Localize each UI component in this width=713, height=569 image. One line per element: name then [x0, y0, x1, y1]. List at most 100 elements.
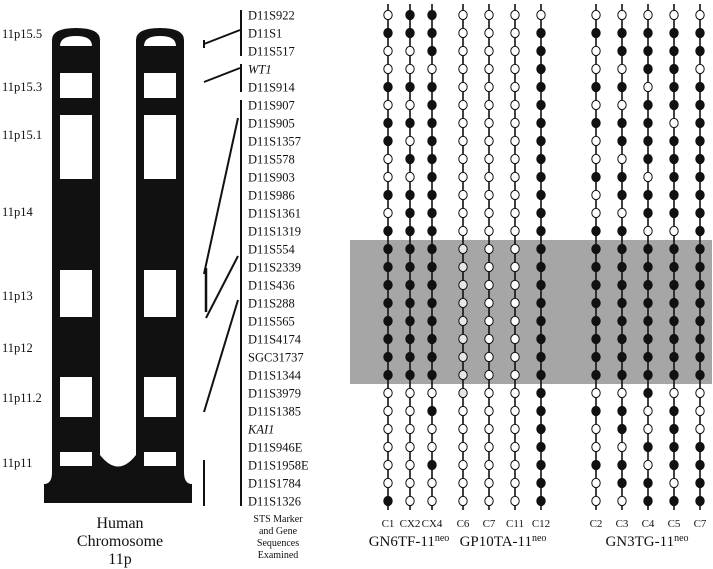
dot-d11s1357-cx2-2 [405, 135, 415, 147]
dot-d11s4174-c2-8 [591, 333, 601, 345]
dot-d11s288-c7-12 [695, 297, 705, 309]
dot-sgc31737-c12-7 [536, 351, 546, 363]
line-p11-2 [203, 299, 239, 413]
dot-d11s554-c4-10 [643, 243, 653, 255]
marker-label-kai1: KAI1 [247, 423, 274, 437]
dot-d11s1319-c6-4 [458, 225, 468, 237]
dot-d11s946e-c1-1 [383, 441, 393, 453]
dot-d11s907-c12-7 [536, 99, 546, 111]
dot-d11s565-c5-11 [669, 315, 679, 327]
dot-d11s914-c2-8 [591, 81, 601, 93]
dot-d11s578-cx4-3 [427, 153, 437, 165]
dot-d11s565-cx2-2 [405, 315, 415, 327]
dot-sgc31737-c1-1 [383, 351, 393, 363]
dot-d11s1361-c3-9 [617, 207, 627, 219]
dot-d11s4174-c12-7 [536, 333, 546, 345]
dot-d11s914-c7-5 [484, 81, 494, 93]
dot-d11s1319-c11-6 [510, 225, 520, 237]
dot-d11s565-c4-10 [643, 315, 653, 327]
marker-label-d11s288: D11S288 [248, 297, 295, 311]
marker-label-d11s554: D11S554 [248, 243, 296, 257]
dot-sgc31737-c2-8 [591, 351, 601, 363]
dot-d11s288-c1-1 [383, 297, 393, 309]
dot-d11s1-c1-1 [383, 27, 393, 39]
dot-d11s922-c11-6 [510, 9, 520, 21]
light-bands [60, 36, 176, 466]
dot-kai1-c4-10 [643, 423, 653, 435]
dot-d11s554-c2-8 [591, 243, 601, 255]
dot-d11s3979-cx4-3 [427, 387, 437, 399]
dot-d11s903-cx2-2 [405, 171, 415, 183]
dot-d11s914-cx4-3 [427, 81, 437, 93]
dot-wt1-c1-1 [383, 63, 393, 75]
dot-kai1-c3-9 [617, 423, 627, 435]
marker-caption-line-1: STS Marker [253, 514, 303, 525]
dot-sgc31737-c6-4 [458, 351, 468, 363]
dot-d11s907-c2-8 [591, 99, 601, 111]
dot-d11s1361-cx2-2 [405, 207, 415, 219]
marker-label-d11s946e: D11S946E [248, 441, 303, 455]
dot-d11s1784-c5-11 [669, 477, 679, 489]
dot-d11s907-c11-6 [510, 99, 520, 111]
dot-sgc31737-c4-10 [643, 351, 653, 363]
dot-d11s288-c5-11 [669, 297, 679, 309]
dot-d11s1-c2-8 [591, 27, 601, 39]
dot-d11s565-c6-4 [458, 315, 468, 327]
dot-d11s1361-c5-11 [669, 207, 679, 219]
dot-d11s1344-c4-10 [643, 369, 653, 381]
dot-d11s946e-c7-12 [695, 441, 705, 453]
marker-label-d11s436: D11S436 [248, 279, 295, 293]
dot-d11s578-cx2-2 [405, 153, 415, 165]
chromatid-right [124, 28, 192, 503]
dot-d11s3979-c7-12 [695, 387, 705, 399]
dot-d11s1326-c5-11 [669, 495, 679, 507]
dot-d11s1344-cx2-2 [405, 369, 415, 381]
dot-wt1-c2-8 [591, 63, 601, 75]
dot-d11s1385-c11-6 [510, 405, 520, 417]
dot-d11s2339-c5-11 [669, 261, 679, 273]
dot-d11s905-c5-11 [669, 117, 679, 129]
dot-d11s1344-c6-4 [458, 369, 468, 381]
dot-d11s578-c1-1 [383, 153, 393, 165]
dot-d11s946e-c4-10 [643, 441, 653, 453]
dot-d11s907-c4-10 [643, 99, 653, 111]
dot-d11s914-c5-11 [669, 81, 679, 93]
dot-d11s903-c2-8 [591, 171, 601, 183]
dot-d11s946e-c2-8 [591, 441, 601, 453]
dot-d11s578-c12-7 [536, 153, 546, 165]
dot-d11s986-c2-8 [591, 189, 601, 201]
dot-d11s2339-c12-7 [536, 261, 546, 273]
dot-d11s517-c2-8 [591, 45, 601, 57]
dot-d11s922-cx4-3 [427, 9, 437, 21]
dot-d11s1-c6-4 [458, 27, 468, 39]
dot-d11s1361-c6-4 [458, 207, 468, 219]
dot-d11s1784-c7-12 [695, 477, 705, 489]
dot-d11s1319-c4-10 [643, 225, 653, 237]
dot-sgc31737-cx2-2 [405, 351, 415, 363]
chromosome-caption-line-1: Human [96, 515, 143, 532]
chromosome-caption-line-2: Chromosome [77, 533, 163, 550]
dot-d11s986-c5-11 [669, 189, 679, 201]
dot-d11s905-c7-12 [695, 117, 705, 129]
dot-wt1-c7-5 [484, 63, 494, 75]
marker-label-d11s986: D11S986 [248, 189, 295, 203]
dot-d11s4174-c3-9 [617, 333, 627, 345]
dot-sgc31737-c5-11 [669, 351, 679, 363]
marker-label-d11s905: D11S905 [248, 117, 295, 131]
dot-d11s905-c2-8 [591, 117, 601, 129]
dot-d11s288-c4-10 [643, 297, 653, 309]
group-label-gn6tf-11: GN6TF-11neo [369, 533, 450, 551]
dot-d11s1-cx4-3 [427, 27, 437, 39]
clone-label-gp10ta-11-c6: C6 [457, 518, 470, 530]
clone-label-gn3tg-11-c3: C3 [616, 518, 629, 530]
centromere [100, 455, 136, 484]
dot-d11s903-c4-10 [643, 171, 653, 183]
dot-d11s1357-c2-8 [591, 135, 601, 147]
clone-label-gp10ta-11-c12: C12 [532, 518, 550, 530]
dot-kai1-cx4-3 [427, 423, 437, 435]
dot-d11s578-c5-11 [669, 153, 679, 165]
dot-d11s1326-c2-8 [591, 495, 601, 507]
dot-d11s554-c11-6 [510, 243, 520, 255]
